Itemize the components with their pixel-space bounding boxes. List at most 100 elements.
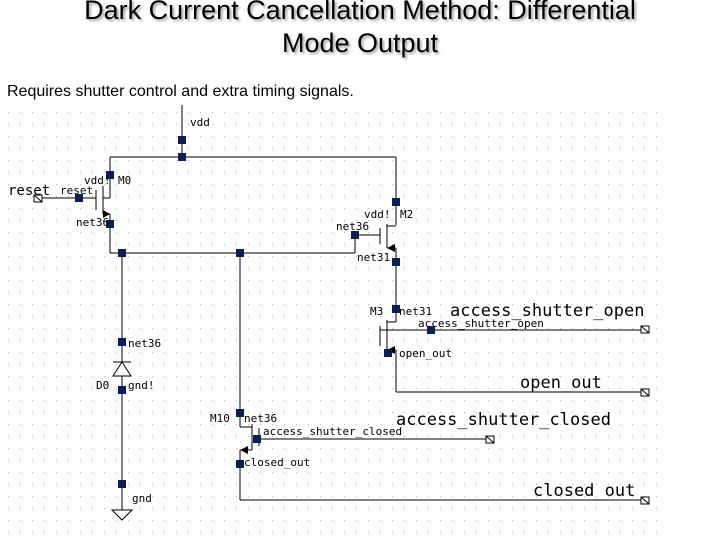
- grid-dot: [476, 280, 477, 281]
- grid-dot: [476, 220, 477, 221]
- grid-dot: [248, 412, 249, 413]
- grid-dot: [332, 280, 333, 281]
- grid-dot: [632, 124, 633, 125]
- grid-dot: [416, 328, 417, 329]
- grid-dot: [392, 388, 393, 389]
- grid-dot: [92, 388, 93, 389]
- grid-dot: [512, 448, 513, 449]
- grid-dot: [212, 196, 213, 197]
- grid-dot: [584, 520, 585, 521]
- grid-dot: [440, 460, 441, 461]
- grid-dot: [176, 352, 177, 353]
- grid-dot: [296, 400, 297, 401]
- grid-dot: [380, 316, 381, 317]
- grid-dot: [320, 160, 321, 161]
- grid-dot: [224, 532, 225, 533]
- grid-dot: [644, 244, 645, 245]
- grid-dot: [152, 136, 153, 137]
- grid-dot: [644, 148, 645, 149]
- grid-dot: [440, 208, 441, 209]
- grid-dot: [452, 520, 453, 521]
- grid-dot: [596, 328, 597, 329]
- grid-dot: [380, 304, 381, 305]
- grid-dot: [140, 400, 141, 401]
- grid-dot: [32, 376, 33, 377]
- grid-dot: [404, 484, 405, 485]
- grid-dot: [164, 268, 165, 269]
- grid-dot: [632, 148, 633, 149]
- grid-dot: [272, 160, 273, 161]
- grid-dot: [236, 208, 237, 209]
- grid-dot: [332, 340, 333, 341]
- grid-dot: [44, 196, 45, 197]
- grid-dot: [404, 496, 405, 497]
- grid-dot: [68, 424, 69, 425]
- grid-dot: [500, 148, 501, 149]
- grid-dot: [56, 232, 57, 233]
- grid-dot: [224, 184, 225, 185]
- grid-dot: [512, 340, 513, 341]
- grid-dot: [488, 508, 489, 509]
- grid-dot: [188, 280, 189, 281]
- grid-dot: [596, 364, 597, 365]
- grid-dot: [536, 412, 537, 413]
- grid-dot: [476, 364, 477, 365]
- grid-dot: [152, 484, 153, 485]
- grid-dot: [152, 436, 153, 437]
- node-net31-a: [392, 258, 400, 266]
- grid-dot: [188, 460, 189, 461]
- grid-dot: [200, 448, 201, 449]
- grid-dot: [44, 268, 45, 269]
- grid-dot: [176, 136, 177, 137]
- grid-dot: [512, 268, 513, 269]
- grid-dot: [428, 520, 429, 521]
- grid-dot: [404, 160, 405, 161]
- grid-dot: [344, 208, 345, 209]
- grid-dot: [44, 424, 45, 425]
- grid-dot: [416, 508, 417, 509]
- grid-dot: [524, 460, 525, 461]
- grid-dot: [536, 136, 537, 137]
- grid-dot: [596, 376, 597, 377]
- label-vdd-m2: vdd!: [364, 208, 391, 221]
- grid-dot: [536, 508, 537, 509]
- grid-dot: [68, 412, 69, 413]
- grid-dot: [536, 244, 537, 245]
- grid-dot: [572, 532, 573, 533]
- grid-dot: [392, 532, 393, 533]
- grid-dot: [440, 304, 441, 305]
- grid-dot: [92, 172, 93, 173]
- grid-dot: [404, 208, 405, 209]
- grid-dot: [272, 136, 273, 137]
- grid-dot: [644, 220, 645, 221]
- grid-dot: [620, 256, 621, 257]
- grid-dot: [188, 340, 189, 341]
- grid-dot: [620, 388, 621, 389]
- grid-dot: [344, 340, 345, 341]
- label-vdd: vdd: [190, 116, 210, 129]
- grid-dot: [356, 160, 357, 161]
- label-reset-gate: reset: [60, 184, 93, 197]
- grid-dot: [500, 112, 501, 113]
- grid-dot: [80, 520, 81, 521]
- grid-dot: [212, 316, 213, 317]
- grid-dot: [116, 148, 117, 149]
- grid-dot: [188, 316, 189, 317]
- grid-dot: [152, 472, 153, 473]
- grid-dot: [212, 136, 213, 137]
- grid-dot: [464, 328, 465, 329]
- grid-dot: [476, 496, 477, 497]
- grid-dot: [476, 136, 477, 137]
- grid-dot: [632, 328, 633, 329]
- grid-dot: [548, 244, 549, 245]
- grid-dot: [164, 364, 165, 365]
- grid-dot: [572, 268, 573, 269]
- grid-dot: [608, 196, 609, 197]
- grid-dot: [212, 424, 213, 425]
- grid-dot: [188, 364, 189, 365]
- grid-dot: [416, 484, 417, 485]
- grid-dot: [500, 160, 501, 161]
- grid-dot: [20, 376, 21, 377]
- grid-dot: [128, 316, 129, 317]
- grid-dot: [368, 412, 369, 413]
